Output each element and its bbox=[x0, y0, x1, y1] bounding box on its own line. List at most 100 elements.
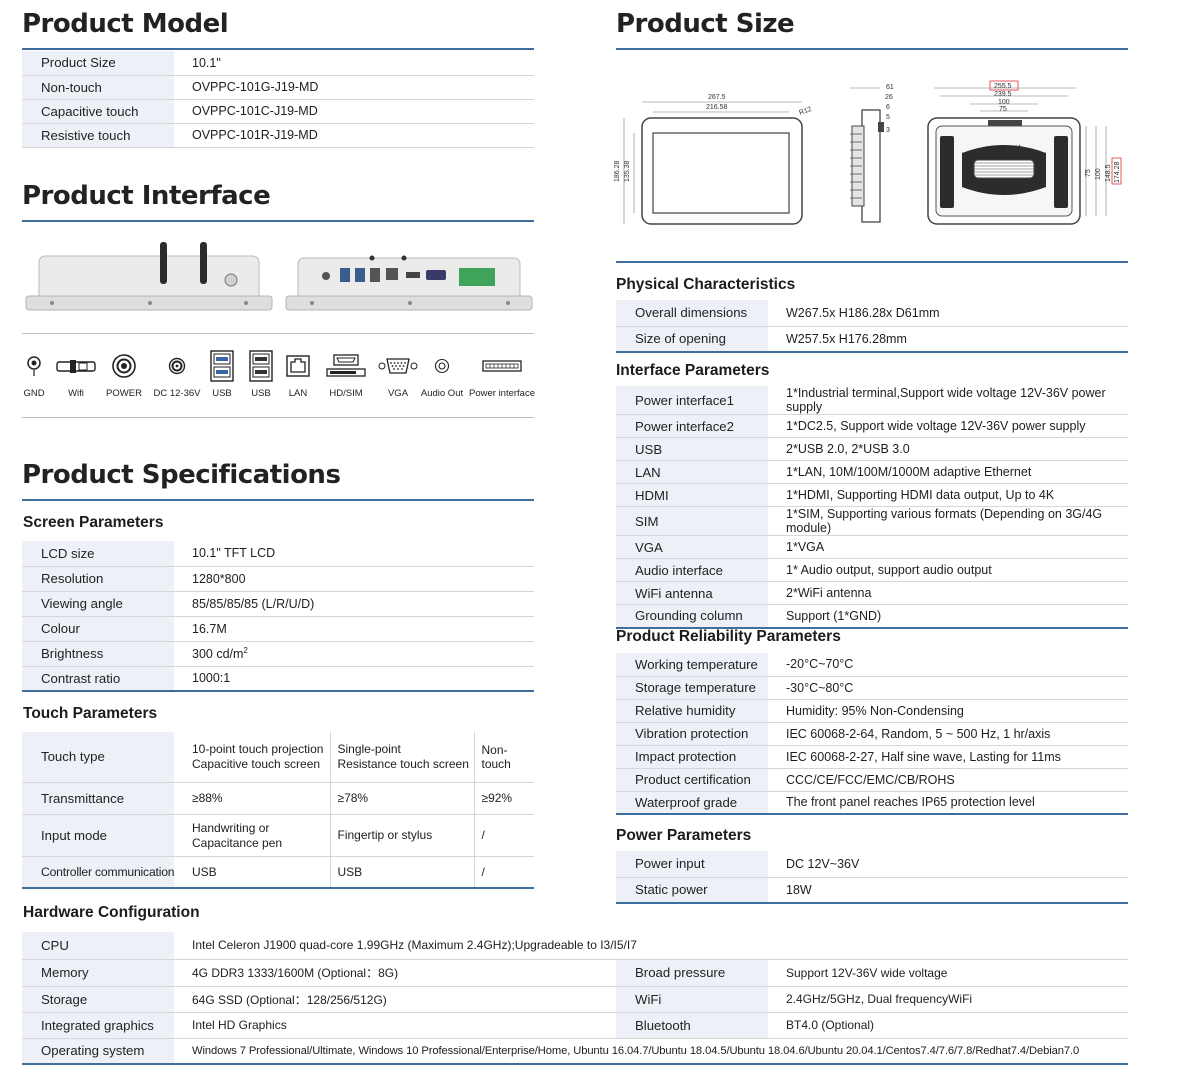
spec-key: Power interface2 bbox=[616, 414, 768, 438]
spec-key: Storage temperature bbox=[616, 676, 768, 700]
physical-top-rule bbox=[616, 261, 1128, 263]
spec-value: 1*SIM, Supporting various formats (Depen… bbox=[768, 506, 1128, 536]
spec-value: USB bbox=[329, 856, 474, 889]
dim-back-width-4: 75 bbox=[999, 106, 1007, 113]
dim-front-opening-height: 135.38 bbox=[624, 160, 631, 182]
spec-key: Vibration protection bbox=[616, 722, 768, 746]
spec-key: Storage bbox=[22, 986, 174, 1013]
icon-hdsim: HD/SIM bbox=[324, 350, 368, 399]
icon-usb2: USB bbox=[247, 350, 275, 399]
spec-key: Non-touch bbox=[22, 75, 174, 100]
spec-value: 1*LAN, 10M/100M/1000M adaptive Ethernet bbox=[768, 460, 1128, 484]
vga-port-icon bbox=[378, 358, 418, 374]
spec-value: The front panel reaches IP65 protection … bbox=[768, 791, 1128, 815]
spec-key: Viewing angle bbox=[22, 591, 174, 617]
front-view: 267.5 216.58 R12 186.28 135.38 bbox=[614, 94, 813, 225]
spec-key: Bluetooth bbox=[616, 1012, 768, 1039]
spec-value: W267.5x H186.28x D61mm bbox=[768, 300, 1128, 327]
spec-key: Relative humidity bbox=[616, 699, 768, 723]
icon-power-interface: Power interface bbox=[469, 350, 535, 399]
dim-front-width: 267.5 bbox=[708, 94, 726, 101]
spec-key: Broad pressure bbox=[616, 959, 768, 987]
interface-bottom-divider bbox=[22, 417, 534, 418]
power-button-photo bbox=[224, 273, 238, 287]
spec-value: 300 cd/m2 bbox=[174, 641, 534, 667]
spec-key: Capacitive touch bbox=[22, 99, 174, 124]
line-2: Resistance touch screen bbox=[337, 757, 469, 772]
spec-value: 18W bbox=[768, 877, 1128, 904]
spec-value: W257.5x H176.28mm bbox=[768, 326, 1128, 353]
spec-key: Resolution bbox=[22, 566, 174, 592]
usb-icon bbox=[210, 350, 234, 382]
spec-key: CPU bbox=[22, 932, 174, 960]
product-specifications-title: Product Specifications bbox=[22, 460, 341, 490]
spec-value: Support 12V-36V wide voltage bbox=[768, 959, 1128, 987]
spec-value: ≥92% bbox=[473, 782, 534, 815]
spec-key: WiFi antenna bbox=[616, 581, 768, 605]
spec-value: Fingertip or stylus bbox=[329, 814, 474, 857]
spec-value: ≥78% bbox=[329, 782, 474, 815]
spec-value: OVPPC-101G-J19-MD bbox=[174, 75, 534, 100]
icon-label: GND bbox=[23, 388, 45, 399]
icon-power: POWER bbox=[104, 350, 144, 399]
table-row: Transmittance ≥88% ≥78% ≥92% bbox=[22, 782, 534, 815]
table-row: CPU Intel Celeron J1900 quad-core 1.99GH… bbox=[22, 932, 1128, 960]
icon-label: Wifi bbox=[68, 388, 84, 399]
spec-value: Non-touch bbox=[473, 732, 534, 783]
spec-value: 4G DDR3 1333/1600M (Optional：8G) bbox=[174, 959, 616, 987]
lan-port-icon bbox=[286, 355, 310, 377]
touch-parameters-title: Touch Parameters bbox=[23, 705, 158, 722]
product-model-rule bbox=[22, 48, 534, 50]
dim-back-screw: 8-M4 bbox=[1005, 144, 1022, 154]
reliability-parameters-title: Product Reliability Parameters bbox=[616, 628, 841, 645]
hardware-configuration-table: CPU Intel Celeron J1900 quad-core 1.99GH… bbox=[22, 932, 1128, 1065]
line-1: 10-point touch projection bbox=[192, 742, 324, 757]
icon-label: VGA bbox=[387, 388, 409, 399]
spec-value: 2*WiFi antenna bbox=[768, 581, 1128, 605]
back-view: 255.5 239.5 100 75 8-M4 75 100 148.5 174… bbox=[927, 80, 1122, 225]
spec-value: 1*Industrial terminal,Support wide volta… bbox=[768, 386, 1128, 415]
spec-key: Overall dimensions bbox=[616, 300, 768, 327]
line-1: Single-point bbox=[337, 742, 401, 757]
icon-label: LAN bbox=[288, 388, 308, 399]
spec-key: Memory bbox=[22, 959, 174, 987]
spec-key: Transmittance bbox=[22, 782, 174, 815]
power-button-icon bbox=[112, 354, 136, 378]
icon-usb3: USB bbox=[208, 350, 236, 399]
spec-key: HDMI bbox=[616, 483, 768, 507]
side-view: 61 26 6 5 3 bbox=[850, 84, 894, 223]
spec-key: Product certification bbox=[616, 768, 768, 792]
spec-key: Operating system bbox=[22, 1038, 174, 1065]
interface-icon-row: GND Wifi POWER DC 12-36V USB USB LAN HD/… bbox=[22, 350, 536, 406]
spec-key: Input mode bbox=[22, 814, 174, 857]
spec-value: Windows 7 Professional/Ultimate, Windows… bbox=[174, 1038, 1128, 1065]
reliability-parameters-table: Working temperature-20°C~70°C Storage te… bbox=[616, 653, 1128, 815]
interface-parameters-title: Interface Parameters bbox=[616, 362, 770, 379]
gnd-icon bbox=[27, 356, 41, 376]
table-row: Integrated graphics Intel HD Graphics Bl… bbox=[22, 1012, 1128, 1039]
product-size-drawing: 267.5 216.58 R12 186.28 135.38 61 26 6 5… bbox=[614, 80, 1122, 225]
spec-value: 10.1" bbox=[174, 51, 534, 76]
hardware-configuration-title: Hardware Configuration bbox=[23, 904, 200, 921]
line-2: Capacitive touch screen bbox=[192, 757, 321, 772]
icon-wifi: Wifi bbox=[56, 350, 96, 399]
spec-value: IEC 60068-2-27, Half sine wave, Lasting … bbox=[768, 745, 1128, 769]
